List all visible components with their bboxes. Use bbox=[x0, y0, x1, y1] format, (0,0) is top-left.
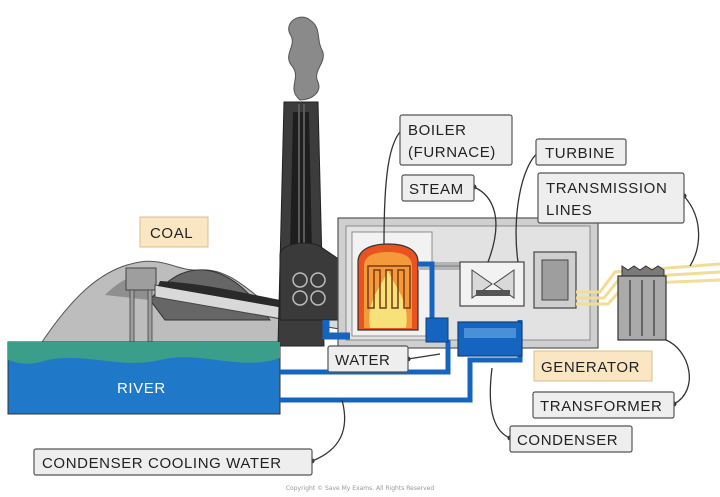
svg-text:TRANSFORMER: TRANSFORMER bbox=[540, 398, 662, 415]
chimney-base-housing bbox=[279, 242, 341, 321]
svg-text:STEAM: STEAM bbox=[409, 181, 464, 198]
svg-text:WATER: WATER bbox=[335, 352, 391, 369]
label-transmission-lines: TRANSMISSION LINES bbox=[537, 172, 685, 224]
svg-text:(FURNACE): (FURNACE) bbox=[408, 144, 496, 161]
condenser-unit bbox=[457, 321, 523, 357]
svg-text:CONDENSER: CONDENSER bbox=[517, 432, 618, 449]
label-water: WATER bbox=[327, 345, 409, 373]
svg-text:RIVER: RIVER bbox=[117, 380, 166, 397]
feed-pump bbox=[425, 317, 449, 343]
label-condenser-cooling-water: CONDENSER COOLING WATER bbox=[33, 448, 313, 476]
svg-text:TRANSMISSION: TRANSMISSION bbox=[546, 180, 667, 197]
svg-text:LINES: LINES bbox=[546, 202, 592, 219]
svg-text:CONDENSER COOLING WATER: CONDENSER COOLING WATER bbox=[42, 455, 282, 472]
label-transformer: TRANSFORMER bbox=[532, 391, 675, 419]
label-steam: STEAM bbox=[401, 174, 475, 202]
svg-text:COAL: COAL bbox=[150, 225, 193, 242]
river bbox=[7, 341, 281, 415]
generator bbox=[533, 251, 577, 309]
label-turbine: TURBINE bbox=[535, 138, 627, 166]
label-river: RIVER bbox=[117, 380, 166, 397]
svg-text:GENERATOR: GENERATOR bbox=[541, 359, 640, 376]
boiler-furnace bbox=[357, 243, 419, 331]
copyright-notice: Copyright © Save My Exams. All Rights Re… bbox=[286, 485, 435, 492]
transformer bbox=[617, 265, 667, 341]
label-generator: GENERATOR bbox=[533, 350, 653, 382]
label-boiler: BOILER (FURNACE) bbox=[399, 114, 513, 166]
label-condenser: CONDENSER bbox=[509, 425, 633, 453]
transmission-wires bbox=[576, 262, 720, 306]
label-coal: COAL bbox=[139, 216, 209, 248]
svg-text:TURBINE: TURBINE bbox=[545, 145, 615, 162]
turbine bbox=[459, 261, 525, 307]
svg-text:BOILER: BOILER bbox=[408, 122, 467, 139]
smoke-plume bbox=[288, 16, 324, 101]
